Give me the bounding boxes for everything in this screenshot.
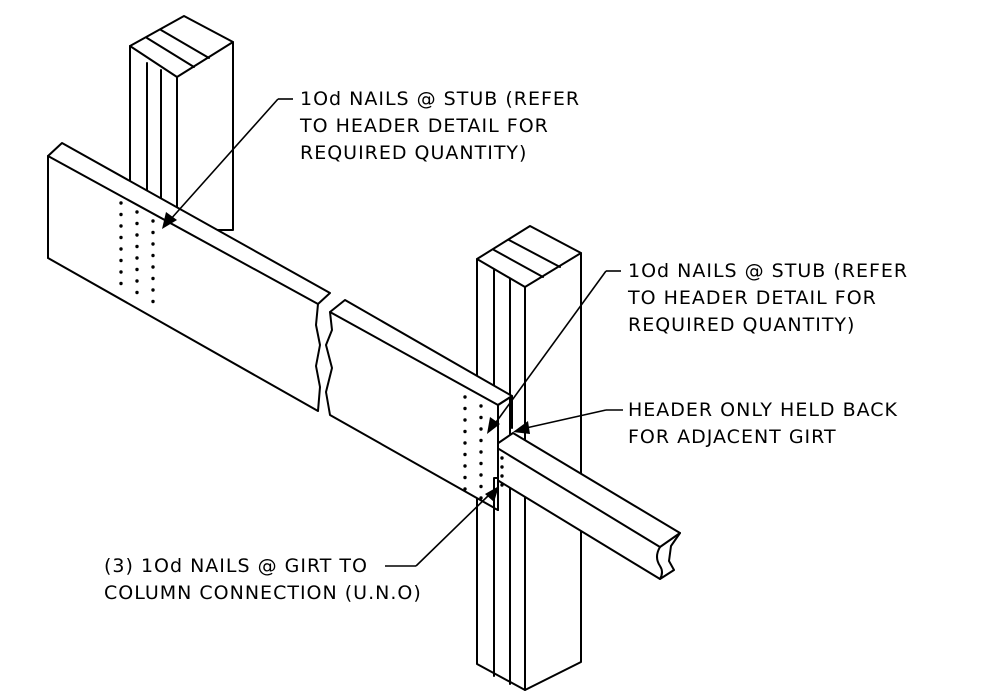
- note-line: TO HEADER DETAIL FOR: [628, 287, 877, 309]
- nail-dot: [135, 279, 139, 283]
- nail-dot: [151, 219, 155, 223]
- girt: [493, 432, 681, 580]
- nail-dot: [135, 290, 139, 295]
- nail-pattern-right: [463, 395, 483, 500]
- header-left-segment: [47, 142, 331, 412]
- nail-dot: [463, 452, 467, 457]
- nail-dot: [151, 288, 155, 292]
- nail-dot: [151, 230, 155, 235]
- nail-dot: [500, 456, 504, 460]
- nail-dot: [463, 406, 467, 411]
- nail-dot: [463, 475, 467, 480]
- nail-pattern-left: [119, 201, 155, 304]
- nail-dot: [135, 256, 139, 260]
- nail-dot: [119, 270, 123, 274]
- nail-dot: [119, 224, 123, 228]
- nail-dot: [500, 465, 504, 469]
- note-line: 1Od NAILS @ STUB (REFER: [300, 88, 581, 110]
- nail-dot: [479, 484, 483, 489]
- nail-dot: [151, 276, 155, 281]
- nail-dot: [479, 461, 483, 466]
- nail-dot: [479, 415, 483, 420]
- nail-dot: [119, 247, 123, 251]
- note-girt-nails: (3) 1Od NAILS @ GIRT TO COLUMN CONNECTIO…: [104, 553, 422, 607]
- nail-dot: [463, 395, 467, 399]
- note-line: REQUIRED QUANTITY): [628, 314, 856, 336]
- note-line: HEADER ONLY HELD BACK: [628, 399, 899, 421]
- nail-dot: [151, 265, 155, 269]
- leader-stub-nails-lower: [487, 270, 621, 434]
- nail-dot: [135, 210, 139, 214]
- nail-dot: [151, 242, 155, 246]
- nail-dot: [479, 450, 483, 454]
- note-stub-nails-lower: 1Od NAILS @ STUB (REFER TO HEADER DETAIL…: [628, 258, 908, 339]
- nail-dot: [500, 474, 504, 478]
- note-line: 1Od NAILS @ STUB (REFER: [628, 260, 909, 282]
- nail-dot: [479, 438, 483, 443]
- nail-dot: [119, 281, 123, 286]
- nail-dot: [119, 212, 123, 217]
- nail-dot: [135, 267, 139, 272]
- note-stub-nails-upper: 1Od NAILS @ STUB (REFER TO HEADER DETAIL…: [300, 86, 580, 167]
- note-line: COLUMN CONNECTION (U.N.O): [104, 582, 422, 604]
- nail-dot: [119, 201, 123, 205]
- nail-dot: [135, 221, 139, 226]
- nail-dot: [119, 258, 123, 263]
- nail-dot: [500, 483, 504, 487]
- note-header-held-back: HEADER ONLY HELD BACK FOR ADJACENT GIRT: [628, 397, 898, 451]
- nail-dot: [151, 253, 155, 258]
- note-line: REQUIRED QUANTITY): [300, 142, 528, 164]
- nail-dot: [463, 418, 467, 422]
- nail-dot: [479, 473, 483, 477]
- nail-dot: [463, 464, 467, 468]
- nail-pattern-girt: [500, 456, 504, 487]
- nail-dot: [479, 404, 483, 408]
- nail-dot: [463, 487, 467, 491]
- nail-dot: [135, 244, 139, 249]
- nail-dot: [463, 441, 467, 445]
- nail-dot: [479, 427, 483, 431]
- nail-dot: [463, 429, 467, 434]
- note-line: (3) 1Od NAILS @ GIRT TO: [104, 555, 368, 577]
- leader-stub-nails-upper: [162, 98, 293, 229]
- leader-girt-nails: [385, 486, 499, 567]
- leader-header-held-back: [513, 409, 623, 434]
- note-line: TO HEADER DETAIL FOR: [300, 115, 549, 137]
- nail-dot: [135, 233, 139, 237]
- note-line: FOR ADJACENT GIRT: [628, 426, 837, 448]
- nail-dot: [479, 496, 483, 500]
- nail-dot: [119, 235, 123, 240]
- nail-dot: [151, 299, 155, 304]
